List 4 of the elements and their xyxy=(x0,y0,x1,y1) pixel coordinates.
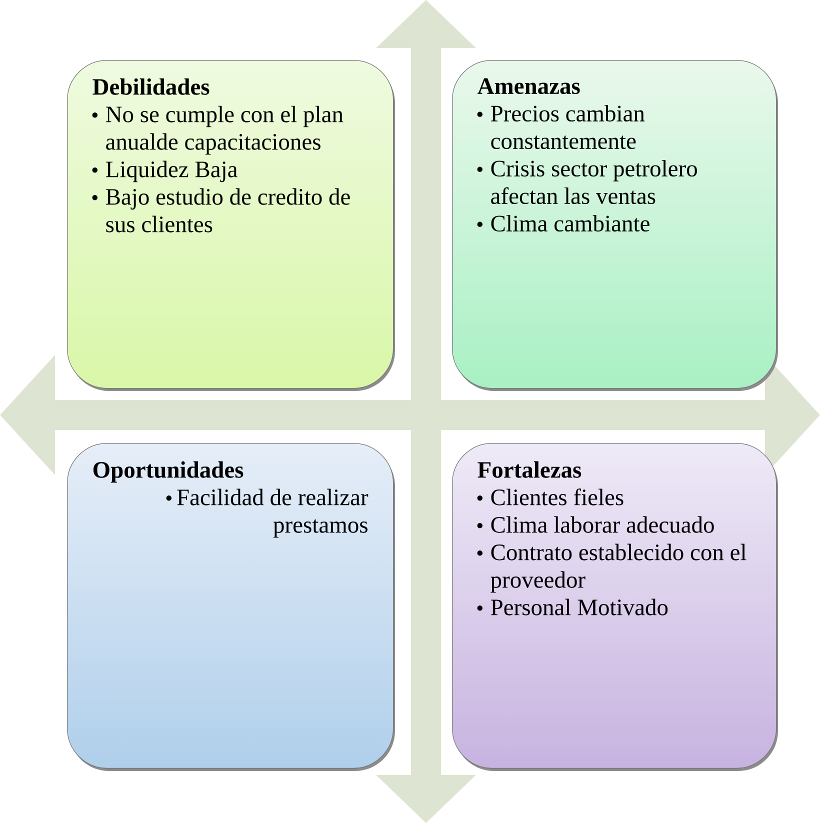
quadrant-box: Oportunidades Facilidad de realizar prestamos xyxy=(67,443,395,771)
quadrant-box: Fortalezas Clientes fieles Clima laborar adecuado Contrato establecido con el proveedor Personal Motivado xyxy=(452,443,778,771)
quadrant-box: Amenazas Precios cambian constantemente Crisis sector petrolero afectan las ventas Clima cambiante xyxy=(452,60,778,391)
quadrant-box: Debilidades No se cumple con el plan anualde capacitaciones Liquidez Baja Bajo estudio de credito de sus clientes xyxy=(67,60,395,391)
